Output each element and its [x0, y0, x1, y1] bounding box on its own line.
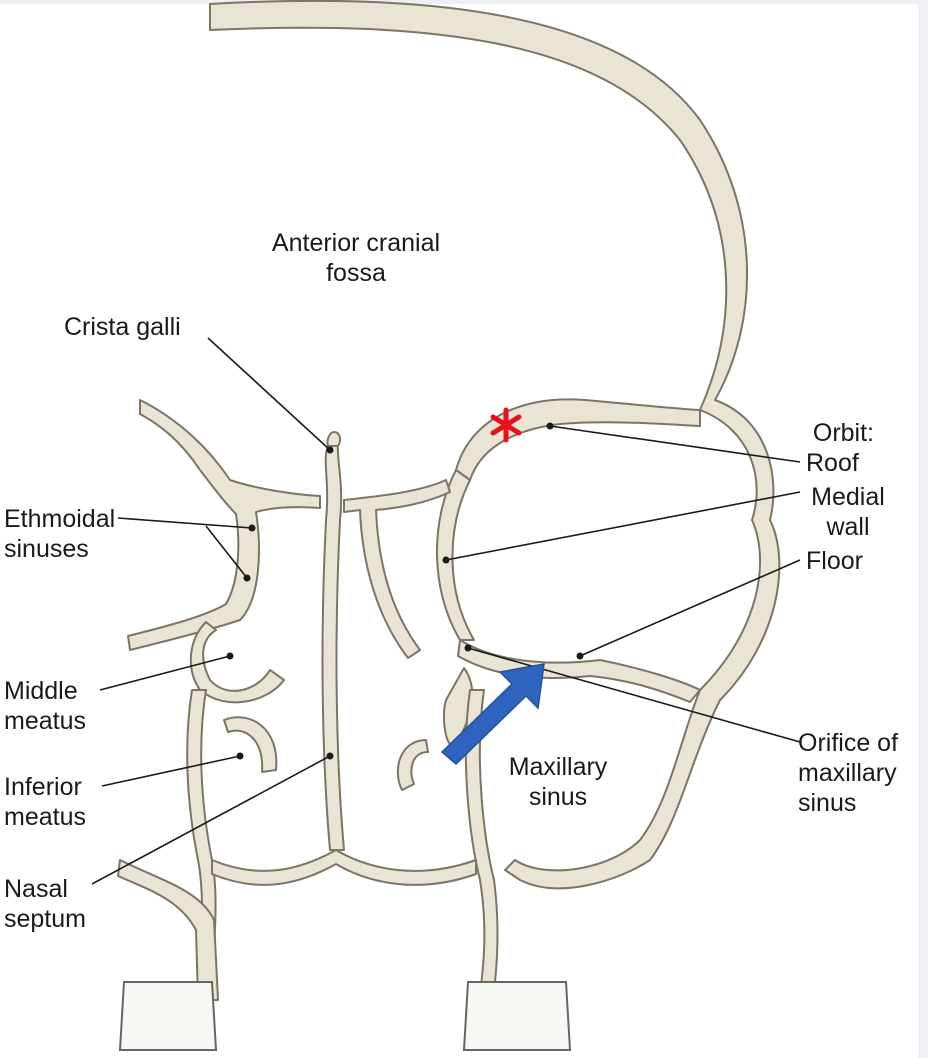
dot-medial-wall [442, 556, 450, 564]
dot-inferior-meatus [236, 752, 244, 760]
pointer-orifice [467, 647, 801, 743]
label-line: Medial [811, 483, 885, 511]
label-line: Floor [806, 547, 863, 575]
orbit-roof [455, 398, 701, 481]
label-line: septum [4, 905, 86, 933]
dot-middle-meatus [226, 652, 234, 660]
pointer-medial-wall [445, 491, 801, 561]
label-ethmoidal-sinuses: Ethmoidal sinuses [4, 504, 115, 564]
pointer-middle-meatus [99, 655, 231, 691]
label-medial-wall: Medial wall [800, 482, 896, 542]
label-line: Crista galli [64, 313, 181, 341]
label-line: meatus [4, 803, 86, 831]
dot-orifice [464, 644, 472, 652]
label-line: Roof [806, 449, 859, 477]
dot-ethmoidal-a [248, 524, 256, 532]
teeth [118, 981, 572, 1051]
pointer-lines [91, 337, 801, 885]
label-line: sinus [528, 783, 588, 811]
label-roof: Roof [806, 448, 859, 478]
label-orbit: Orbit: [760, 418, 874, 448]
label-orifice-of-maxillary-sinus: Orifice of maxillary sinus [798, 728, 898, 818]
bone-structures [117, 0, 781, 1011]
inferior-turbinate-left [223, 716, 278, 773]
ethmoid-cells-right [343, 479, 451, 659]
label-line: Nasal [4, 875, 68, 903]
label-line: Orifice of [798, 729, 899, 757]
label-line: Middle [4, 677, 78, 705]
dot-nasal-septum [326, 752, 334, 760]
label-line: Ethmoidal [4, 505, 116, 533]
label-middle-meatus: Middle meatus [4, 676, 86, 736]
dot-roof [546, 422, 554, 430]
nasal-septum-bone [321, 439, 345, 851]
pointer-nasal-septum [91, 755, 331, 885]
label-line: fossa [326, 259, 386, 287]
inferior-turbinate-right [397, 739, 429, 791]
label-crista-galli: Crista galli [64, 312, 181, 342]
label-inferior-meatus: Inferior meatus [4, 772, 86, 832]
crista-galli-bone [326, 431, 342, 447]
pointer-inferior-meatus [101, 755, 241, 787]
dot-floor [576, 652, 584, 660]
pointer-floor [579, 559, 801, 657]
blue-arrow-icon [440, 663, 545, 766]
ethmoid-cells-left [127, 399, 321, 651]
tooth-right [462, 981, 572, 1051]
label-nasal-septum: Nasal septum [4, 874, 86, 934]
orbit-floor [457, 639, 701, 703]
label-line: sinus [798, 789, 857, 817]
pointer-dots [226, 422, 584, 760]
pointer-ethmoidal-a [117, 517, 253, 529]
hard-palate [211, 849, 477, 886]
dot-crista-galli [326, 446, 334, 454]
middle-turbinate-left [189, 621, 285, 704]
dot-ethmoidal-b [243, 574, 251, 582]
label-line: maxillary [798, 759, 897, 787]
red-asterisk-icon [490, 407, 522, 443]
tooth-left [118, 981, 218, 1051]
pointer-ethmoidal-b [205, 525, 248, 579]
label-line: Maxillary [508, 753, 608, 781]
label-line: meatus [4, 707, 86, 735]
label-line: Orbit: [812, 419, 874, 447]
pointer-roof [549, 425, 801, 463]
label-floor: Floor [806, 546, 863, 576]
label-line: sinuses [4, 535, 89, 563]
label-anterior-cranial-fossa: Anterior cranial fossa [246, 228, 466, 288]
orbit-medial-wall [436, 469, 475, 641]
skull-vault [209, 0, 781, 890]
pointer-crista-galli [207, 337, 331, 451]
label-line: Inferior [4, 773, 82, 801]
label-line: Anterior cranial [271, 229, 441, 257]
label-line: wall [826, 513, 870, 541]
label-maxillary-sinus: Maxillary sinus [488, 752, 628, 812]
